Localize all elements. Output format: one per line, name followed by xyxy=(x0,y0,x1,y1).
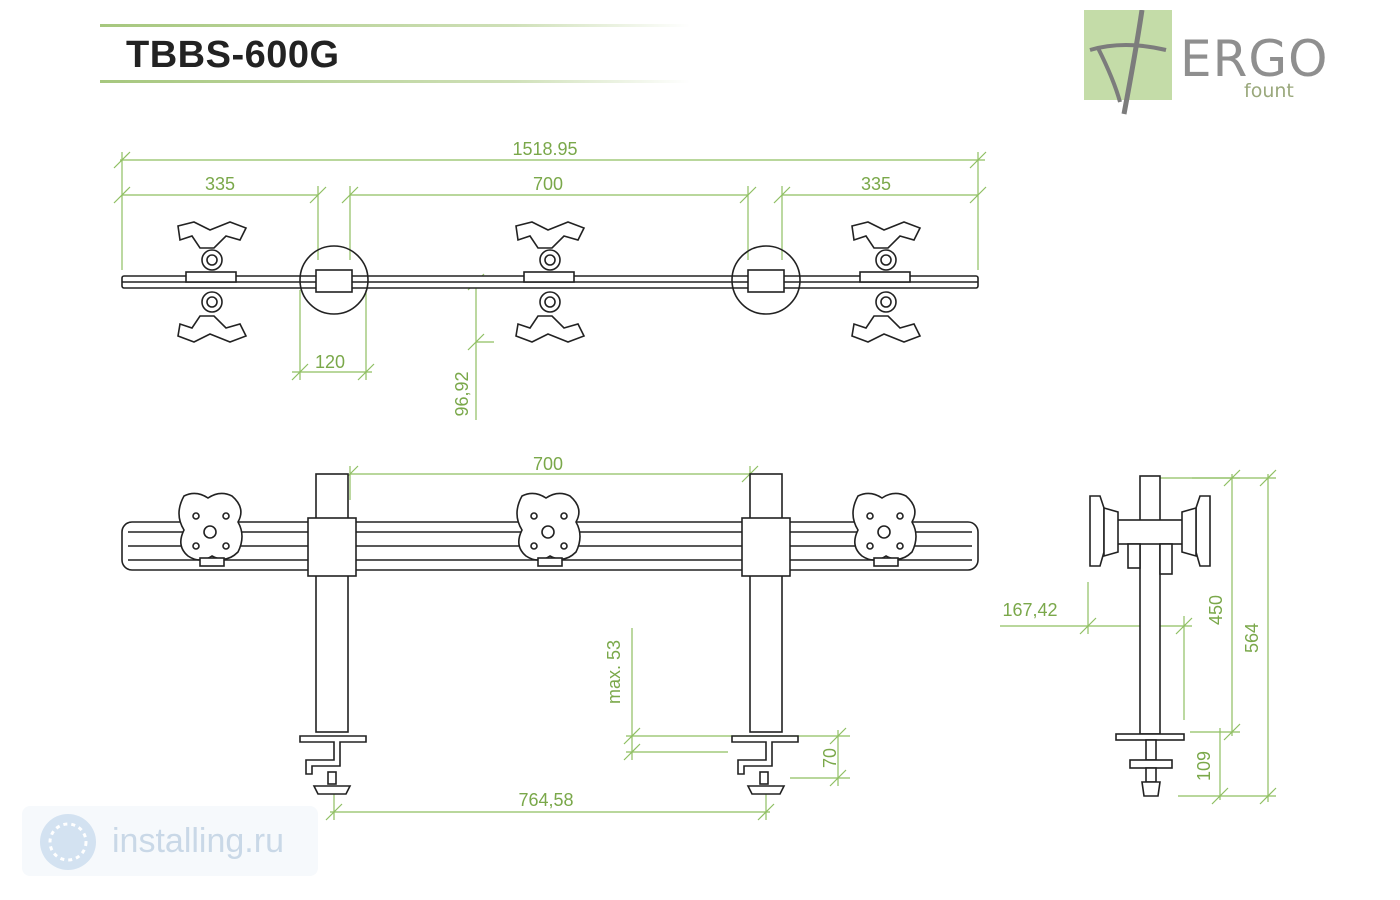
dim-max-desk: max. 53 xyxy=(604,640,624,704)
front-view: 700 764,58 max. 53 70 xyxy=(121,454,979,821)
dim-right-span: 335 xyxy=(861,174,891,194)
dim-height-564: 564 xyxy=(1242,623,1262,653)
dim-base-span: 764,58 xyxy=(518,790,573,810)
side-view: 167,42 450 564 109 xyxy=(1000,469,1277,805)
monitor-head-top-right xyxy=(851,221,922,343)
desk-clamp-right xyxy=(731,735,799,795)
desk-clamp-side xyxy=(1115,733,1185,797)
dim-center-span: 700 xyxy=(533,174,563,194)
header: TBBS-600G xyxy=(100,20,700,86)
desk-clamp-left xyxy=(299,735,367,795)
watermark: installing.ru xyxy=(22,806,318,876)
monitor-plate-side-left xyxy=(1089,495,1105,567)
pole-right xyxy=(749,473,783,733)
dim-offset: 96,92 xyxy=(452,371,472,416)
dim-clamp-width: 120 xyxy=(315,352,345,372)
header-top-rule xyxy=(100,24,690,27)
dim-height-450: 450 xyxy=(1206,595,1226,625)
monitor-plate-side-right xyxy=(1195,495,1211,567)
monitor-head-top-left xyxy=(177,221,248,343)
dim-left-span: 335 xyxy=(205,174,235,194)
vesa-plate-right xyxy=(852,492,917,567)
vesa-plate-center xyxy=(516,492,581,567)
pole-side xyxy=(1139,475,1161,735)
pole-left-top xyxy=(299,245,369,315)
logo-subtitle: fount xyxy=(1244,80,1294,102)
brand-logo: ERGO fount xyxy=(1084,10,1327,120)
dim-depth: 167,42 xyxy=(1002,600,1057,620)
front-view-dimensions xyxy=(325,465,850,821)
logo-mark-icon xyxy=(1084,10,1172,115)
pole-right-top xyxy=(731,245,801,315)
pole-left xyxy=(315,473,349,733)
dim-base-109: 109 xyxy=(1194,751,1214,781)
vesa-plate-left xyxy=(178,492,243,567)
watermark-text: installing.ru xyxy=(112,822,284,860)
watermark-logo-icon xyxy=(40,814,96,870)
header-bottom-rule xyxy=(100,80,690,83)
logo-wordmark: ERGO xyxy=(1180,30,1329,88)
dim-front-center: 700 xyxy=(533,454,563,474)
monitor-head-top-center xyxy=(515,221,586,343)
page-title: TBBS-600G xyxy=(126,34,340,76)
side-view-dimensions xyxy=(1000,469,1277,805)
top-view: 1518.95 335 700 335 120 96,92 xyxy=(113,139,987,420)
dim-overall-width: 1518.95 xyxy=(512,139,577,159)
dim-clamp-height: 70 xyxy=(820,748,840,768)
